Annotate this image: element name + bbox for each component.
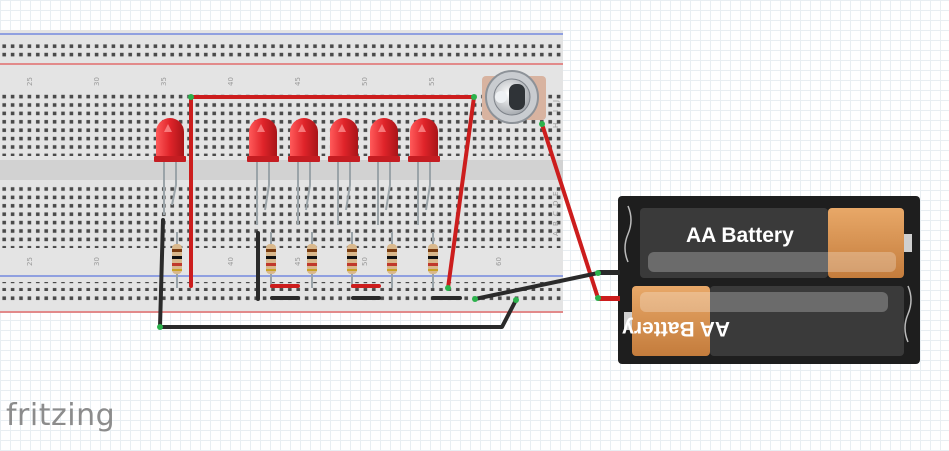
col-num-top: 45 xyxy=(294,77,302,86)
led[interactable] xyxy=(288,118,320,162)
led-leg xyxy=(385,160,391,211)
spring-contact xyxy=(624,205,632,263)
wire-endpoint[interactable] xyxy=(539,121,545,127)
col-num-top: 40 xyxy=(227,77,235,86)
fritzing-logo: fritzing xyxy=(6,398,116,433)
row-letter: A xyxy=(552,231,560,236)
resistor[interactable] xyxy=(307,232,317,288)
col-num-top: 55 xyxy=(428,77,436,86)
wire-endpoint[interactable] xyxy=(472,296,478,302)
col-num-bottom: 50 xyxy=(361,257,369,266)
wire-ground-loop[interactable] xyxy=(158,218,518,329)
col-num-bottom: 30 xyxy=(93,257,101,266)
wire-ground-to-battery[interactable] xyxy=(473,271,600,301)
battery-cell-top: AA Battery xyxy=(640,208,912,278)
switch-lever[interactable] xyxy=(509,84,525,110)
row-letters: J I H E D C B A xyxy=(552,100,560,236)
wire-power-loop[interactable] xyxy=(189,95,476,290)
led[interactable] xyxy=(368,118,400,162)
col-num-bottom: 60 xyxy=(495,257,503,266)
row-letter: C xyxy=(552,211,560,216)
wire-endpoint[interactable] xyxy=(471,94,477,100)
col-num-bottom: 45 xyxy=(294,257,302,266)
battery-terminal-positive[interactable] xyxy=(595,295,601,301)
led[interactable] xyxy=(408,118,440,162)
row-letter: B xyxy=(552,221,560,226)
col-num-top: 35 xyxy=(160,77,168,86)
center-channel xyxy=(0,160,563,180)
breadboard: 25 30 35 40 45 50 55 25 30 40 45 50 60 J… xyxy=(0,30,563,313)
led-leg xyxy=(171,160,177,206)
led[interactable] xyxy=(154,118,186,162)
wire-endpoint[interactable] xyxy=(157,324,163,330)
toggle-switch[interactable] xyxy=(482,70,546,124)
col-num-bottom: 25 xyxy=(26,257,34,266)
col-num-bottom: 40 xyxy=(227,257,235,266)
wire-endpoint[interactable] xyxy=(513,297,519,303)
spring-contact xyxy=(904,285,912,343)
led[interactable] xyxy=(328,118,360,162)
row-letter: J xyxy=(552,100,560,103)
battery-label-bottom: AA Battery xyxy=(622,317,730,340)
wire-switch-to-battery[interactable] xyxy=(540,122,600,300)
resistor[interactable] xyxy=(428,232,438,288)
switch-highlight xyxy=(495,91,507,103)
terminal-holes-top xyxy=(0,92,563,156)
wires xyxy=(158,95,600,329)
wire-endpoint[interactable] xyxy=(445,285,451,291)
leds xyxy=(154,118,440,162)
row-letter: D xyxy=(552,201,560,206)
row-letter: I xyxy=(552,110,560,112)
col-num-top: 30 xyxy=(93,77,101,86)
resistor[interactable] xyxy=(172,232,182,288)
terminal-holes-bottom xyxy=(0,184,563,248)
resistor[interactable] xyxy=(387,232,397,288)
led-legs xyxy=(163,160,431,225)
led-leg xyxy=(264,160,270,211)
battery-cell-bottom: AA Battery xyxy=(622,286,904,356)
resistors xyxy=(172,232,438,288)
battery-label-top: AA Battery xyxy=(686,224,794,247)
rail-holes-top-2 xyxy=(0,50,563,59)
battery-pack[interactable]: AA Battery AA Battery xyxy=(595,196,920,364)
led-leg xyxy=(425,160,431,211)
col-num-top: 25 xyxy=(26,77,34,86)
led[interactable] xyxy=(247,118,279,162)
led-leg xyxy=(345,160,351,211)
resistor[interactable] xyxy=(347,232,357,288)
column-numbers-bottom: 25 30 40 45 50 60 xyxy=(26,257,503,266)
resistor[interactable] xyxy=(266,232,276,288)
battery-terminal-negative[interactable] xyxy=(595,270,601,276)
led-leg xyxy=(305,160,311,211)
row-letter: E xyxy=(552,192,560,196)
column-numbers-top: 25 30 35 40 45 50 55 xyxy=(26,77,436,86)
col-num-top: 50 xyxy=(361,77,369,86)
battery-lead-negative xyxy=(598,270,620,275)
wire-endpoint[interactable] xyxy=(188,94,194,100)
battery-lead-positive xyxy=(598,296,620,301)
row-letter: H xyxy=(552,123,560,128)
wire-endpoints xyxy=(157,94,545,330)
rail-holes-top-1 xyxy=(0,40,563,49)
